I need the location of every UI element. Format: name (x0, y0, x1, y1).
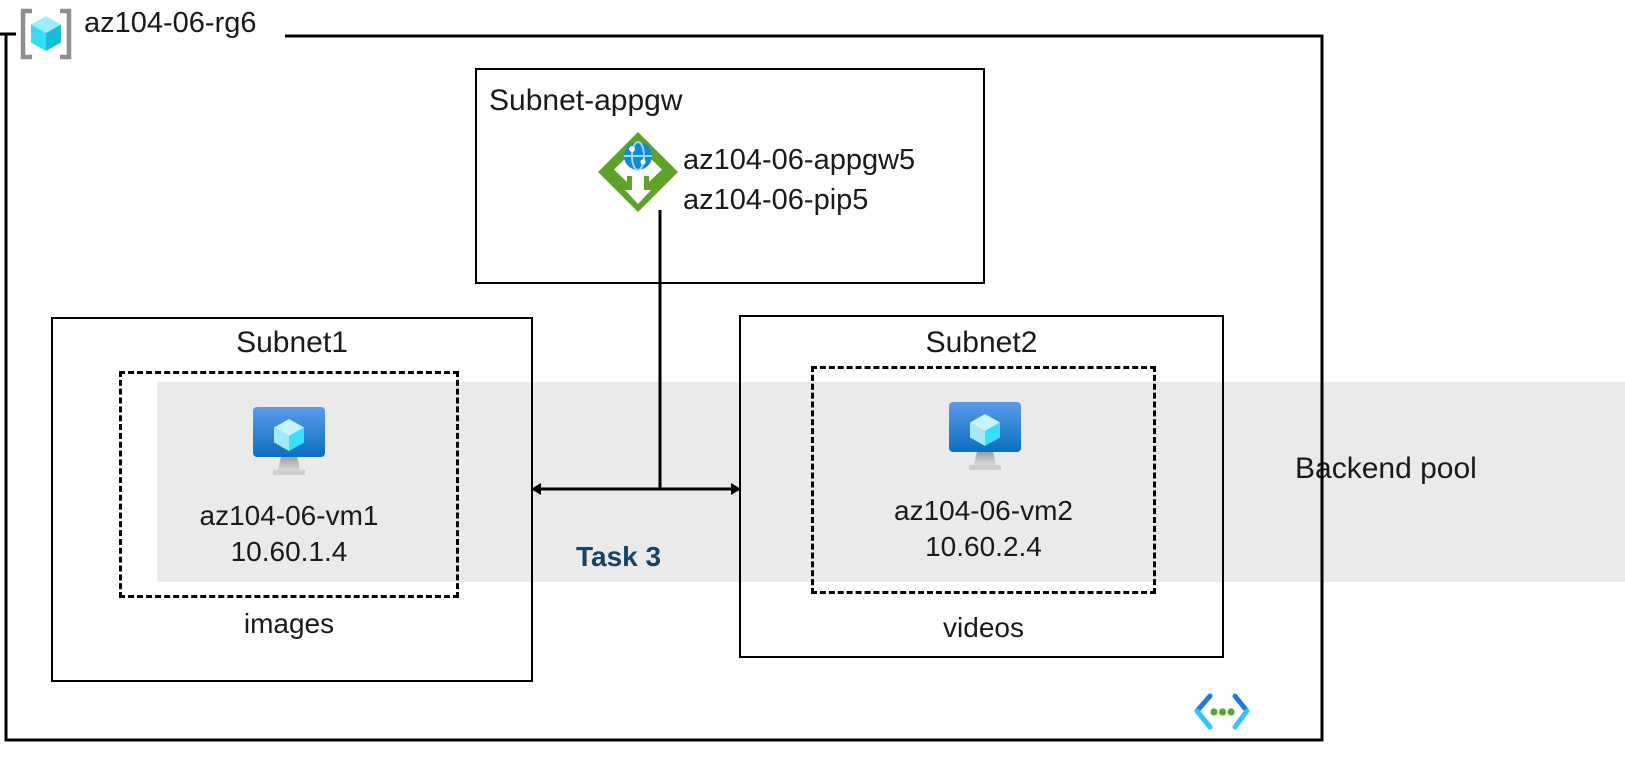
subnet1-vm-label: az104-06-vm1 10.60.1.4 (119, 498, 459, 570)
subnet2-vm-label: az104-06-vm2 10.60.2.4 (811, 493, 1156, 565)
virtual-machine-icon (251, 404, 327, 478)
subnet2-vm-ip: 10.60.2.4 (925, 531, 1042, 562)
subnet-appgw-title: Subnet-appgw (489, 84, 683, 117)
resource-group-name: az104-06-rg6 (84, 7, 257, 39)
subnet2-title: Subnet2 (925, 326, 1038, 359)
virtual-network-icon (1194, 693, 1250, 730)
virtual-machine-icon (947, 399, 1023, 473)
subnet1-vm-ip: 10.60.1.4 (230, 536, 348, 567)
appgw-resource-labels: az104-06-appgw5 az104-06-pip5 (683, 140, 915, 220)
backend-pool-band (157, 382, 1625, 582)
resource-group-icon (18, 8, 74, 60)
subnet1-vm-name: az104-06-vm1 (199, 500, 379, 531)
subnet1-title: Subnet1 (236, 326, 348, 359)
subnet2-nic-box (811, 366, 1156, 594)
subnet2-tier-label: videos (943, 612, 1024, 643)
public-ip-name: az104-06-pip5 (683, 184, 869, 216)
appgw-name: az104-06-appgw5 (683, 144, 916, 176)
subnet-appgw-box (475, 68, 985, 284)
subnet1-tier-label: images (243, 608, 335, 639)
backend-pool-label: Backend pool (1295, 452, 1477, 485)
subnet1-box (51, 317, 533, 682)
task-annotation-label: Task 3 (576, 541, 662, 572)
application-gateway-icon (597, 131, 679, 213)
subnet2-vm-name: az104-06-vm2 (894, 495, 1073, 526)
subnet1-nic-box (119, 371, 459, 598)
subnet2-box (739, 315, 1224, 658)
